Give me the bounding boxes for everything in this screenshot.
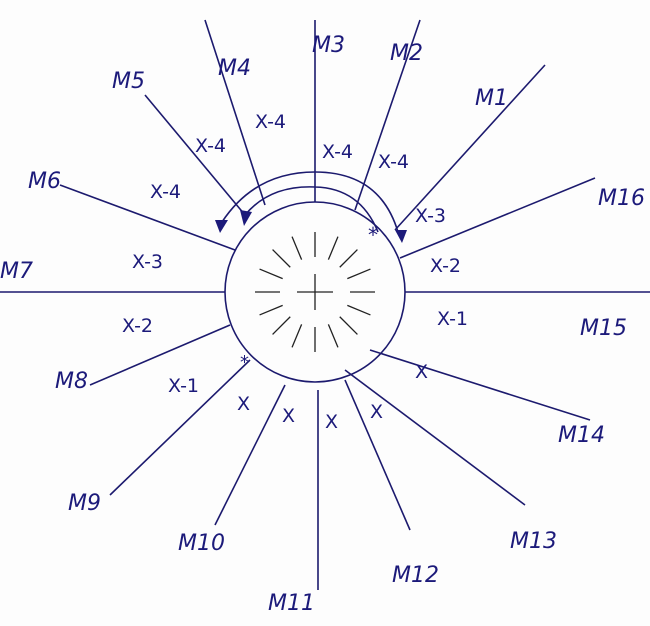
edge-label: X-1 bbox=[437, 308, 468, 330]
spoke-line-m9 bbox=[109, 359, 251, 496]
outer-arc bbox=[221, 171, 399, 233]
machine-label-m3: M3 bbox=[312, 33, 345, 58]
arrow-head-right bbox=[395, 230, 407, 243]
star-mark: * bbox=[368, 223, 378, 247]
star-mark-lower: * bbox=[240, 352, 249, 373]
inner-tick bbox=[339, 316, 358, 335]
edge-label: X-3 bbox=[132, 251, 163, 273]
edge-label: X bbox=[237, 393, 250, 415]
inner-tick bbox=[291, 324, 303, 348]
machine-label-m2: M2 bbox=[390, 41, 423, 66]
spoke-line-m14 bbox=[369, 349, 591, 421]
edge-label: X bbox=[282, 405, 295, 427]
machine-label-m9: M9 bbox=[68, 491, 101, 516]
inner-tick bbox=[259, 304, 283, 316]
edge-label: X-4 bbox=[150, 181, 181, 203]
spoke-line-m16 bbox=[399, 177, 596, 259]
inner-tick bbox=[339, 249, 358, 268]
edge-label: X-4 bbox=[255, 111, 286, 133]
edge-label: X bbox=[370, 401, 383, 423]
spoke-line-m10 bbox=[214, 384, 286, 526]
spoke-line-m13 bbox=[344, 369, 526, 506]
arrow-head-left-inner bbox=[240, 210, 252, 226]
edge-label: X-4 bbox=[378, 151, 409, 173]
edge-label: X-3 bbox=[415, 205, 446, 227]
spoke-line-m1 bbox=[394, 64, 546, 231]
machine-label-m5: M5 bbox=[112, 69, 145, 94]
spoke-line-m2 bbox=[354, 19, 421, 211]
machine-label-m7: M7 bbox=[0, 259, 33, 284]
arrow-arcs: * * bbox=[215, 171, 407, 373]
machine-label-m13: M13 bbox=[510, 529, 557, 554]
machine-label-m1: M1 bbox=[475, 86, 508, 111]
spoke-line-m4 bbox=[204, 19, 266, 206]
machine-label-m12: M12 bbox=[392, 563, 439, 588]
spoke-line-m12 bbox=[344, 379, 411, 531]
machine-label-m14: M14 bbox=[558, 423, 605, 448]
machine-label-m11: M11 bbox=[268, 591, 315, 616]
inner-tick bbox=[272, 316, 291, 335]
machine-label-m15: M15 bbox=[580, 316, 627, 341]
edge-label: X bbox=[325, 411, 338, 433]
edge-label: X-4 bbox=[322, 141, 353, 163]
edge-label: X bbox=[415, 361, 428, 383]
inner-tick bbox=[291, 236, 303, 260]
machine-label-m8: M8 bbox=[55, 369, 88, 394]
edge-label: X-2 bbox=[122, 315, 153, 337]
inner-tick bbox=[347, 268, 371, 280]
machine-label-m4: M4 bbox=[218, 56, 251, 81]
edge-label: X-2 bbox=[430, 255, 461, 277]
machine-label-m6: M6 bbox=[28, 169, 61, 194]
inner-arc bbox=[244, 186, 379, 233]
spoke-line-m5 bbox=[144, 94, 246, 216]
edge-label: X-1 bbox=[168, 375, 199, 397]
inner-tick bbox=[272, 249, 291, 268]
central-circle bbox=[224, 201, 406, 383]
inner-tick bbox=[347, 304, 371, 316]
inner-tick bbox=[327, 324, 339, 348]
inner-tick bbox=[327, 236, 339, 260]
inner-tick bbox=[259, 268, 283, 280]
edge-label: X-4 bbox=[195, 135, 226, 157]
spoke-line-m8 bbox=[89, 324, 231, 386]
machine-label-m16: M16 bbox=[598, 186, 645, 211]
spoke-line-m6 bbox=[59, 184, 236, 251]
arrow-head-left-outer bbox=[215, 220, 228, 233]
machine-label-m10: M10 bbox=[178, 531, 225, 556]
